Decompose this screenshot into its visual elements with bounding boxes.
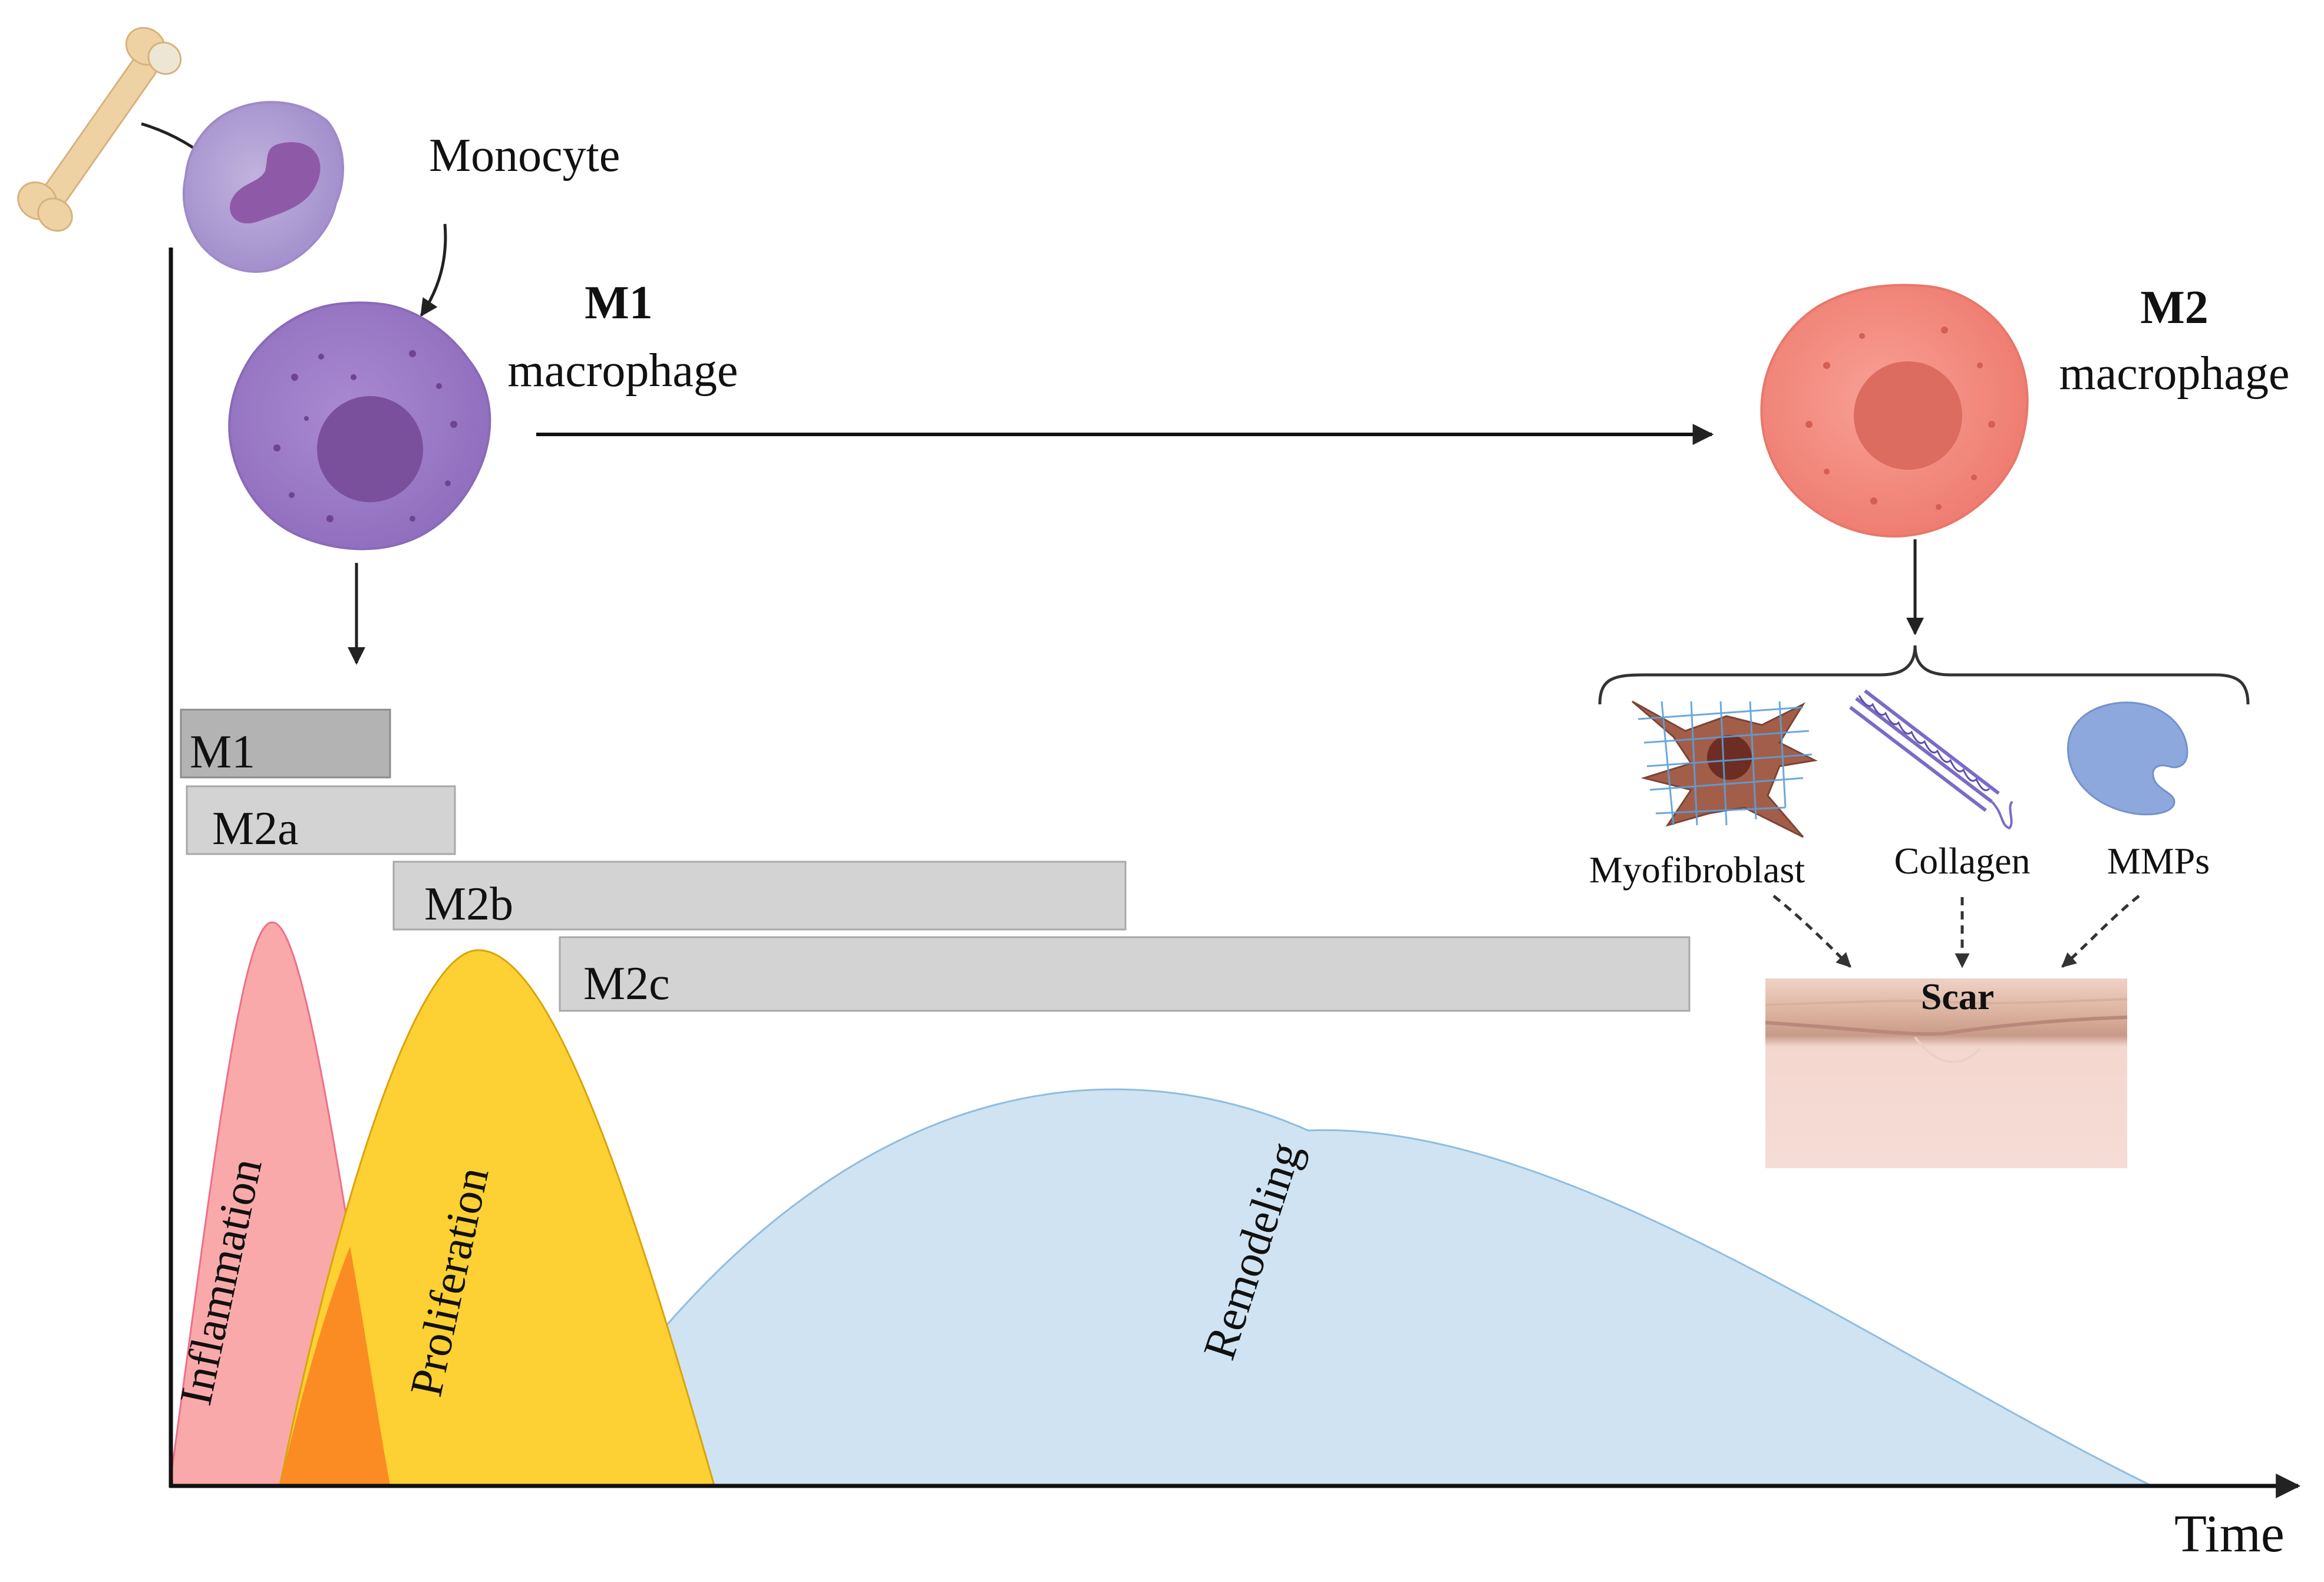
arrow-mmps-to-scar <box>2061 895 2140 968</box>
bone-icon <box>17 27 182 232</box>
axes: Time <box>169 248 2301 1563</box>
time-axis-label: Time <box>2174 1505 2285 1563</box>
m2-subtitle: macrophage <box>2059 348 2290 400</box>
subtype-bars: M1 M2a M2b M2c <box>180 708 1691 1012</box>
collagen-label: Collagen <box>1894 840 2030 882</box>
myofibroblast-label: Myofibroblast <box>1589 849 1805 891</box>
mmps-label: MMPs <box>2107 840 2210 882</box>
myofibroblast-icon <box>1632 700 1818 838</box>
bar-m2c <box>559 936 1691 1012</box>
bar-m2c-label: M2c <box>583 958 670 1010</box>
bar-m2a-label: M2a <box>212 803 299 855</box>
monocyte-icon <box>183 101 344 273</box>
phase-curves <box>169 921 2151 1487</box>
arrow-myofibroblast-to-scar <box>1772 895 1851 968</box>
inflammation-proliferation-overlap <box>280 1247 390 1485</box>
bar-m1 <box>180 708 391 779</box>
arrow-monocyte-to-m1 <box>420 223 447 317</box>
m1-title: M1 <box>585 277 653 329</box>
arrows-to-scar <box>1772 895 2140 968</box>
bar-m1-label: M1 <box>190 726 255 778</box>
brace <box>1598 645 2250 705</box>
bar-m2b-label: M2b <box>424 878 513 930</box>
scar-label: Scar <box>1921 975 1994 1017</box>
remodeling-curve <box>546 1088 2151 1487</box>
m2-title: M2 <box>2140 282 2209 334</box>
bar-m2b <box>392 861 1127 931</box>
collagen-icon <box>1849 689 2013 830</box>
m2-macrophage-icon <box>1760 284 2029 538</box>
proliferation-curve <box>279 949 715 1487</box>
m1-subtitle: macrophage <box>508 345 738 397</box>
monocyte-label: Monocyte <box>429 130 620 182</box>
m1-macrophage-icon <box>228 301 491 551</box>
bar-m2a <box>186 785 456 855</box>
mmps-icon <box>2066 701 2188 816</box>
scar-skin-icon <box>1765 978 2128 1168</box>
